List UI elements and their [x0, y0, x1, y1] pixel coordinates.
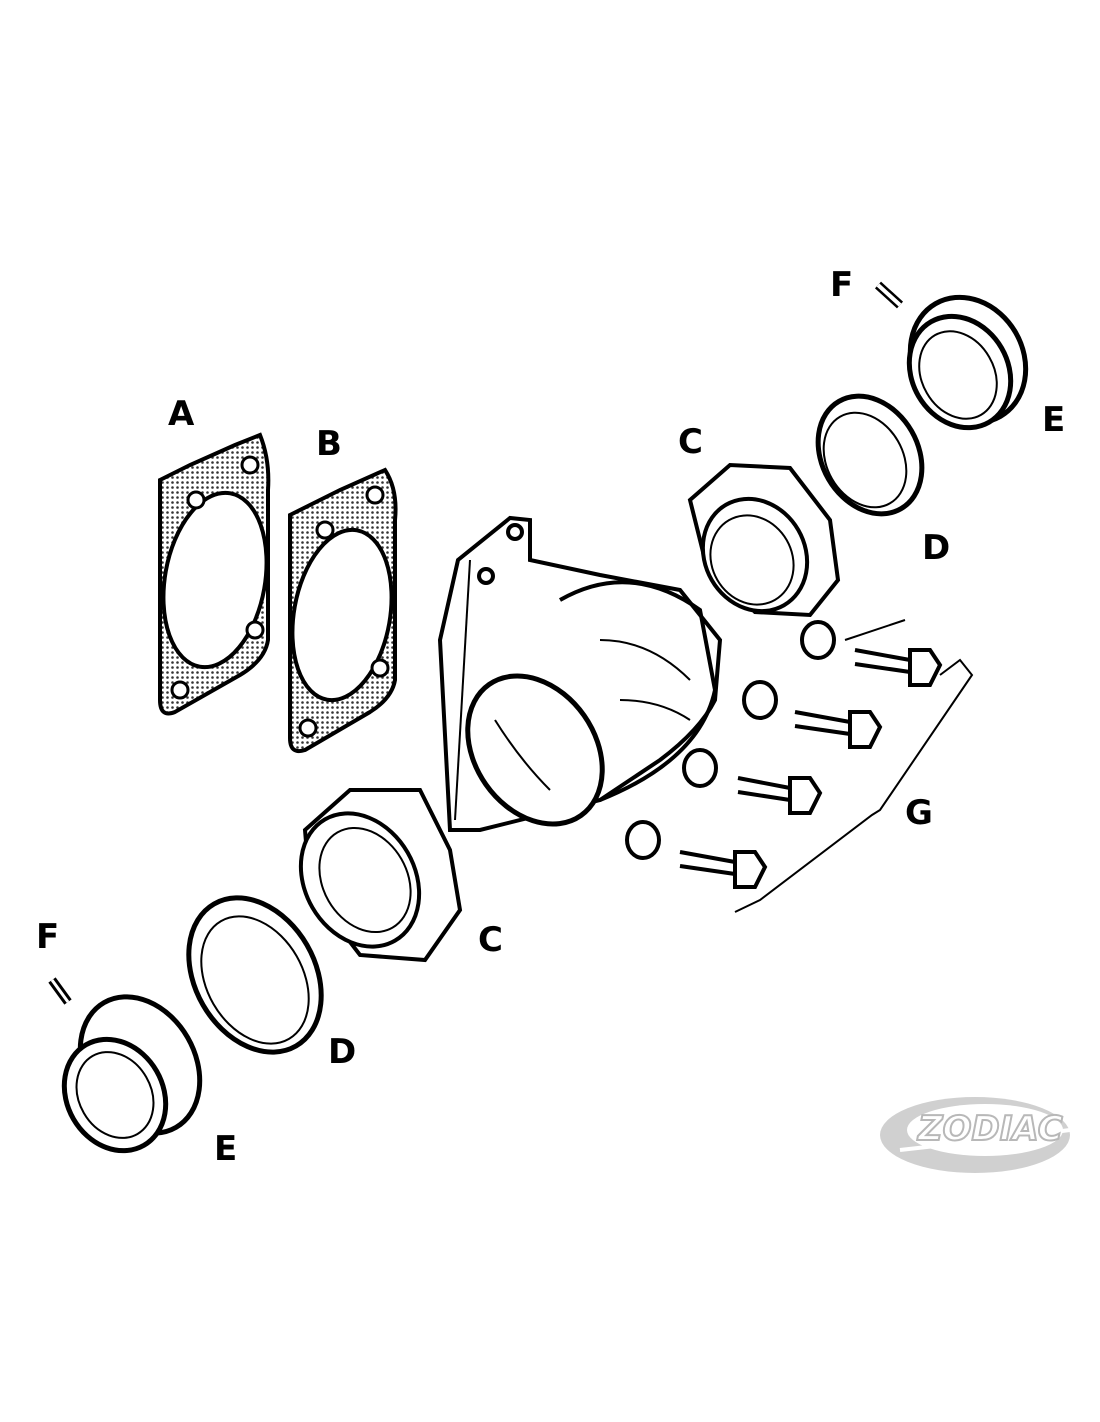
nut-c-lower [298, 788, 463, 963]
bolt-1 [800, 620, 943, 687]
label-d-lower: D [328, 1032, 356, 1072]
label-f-lower: F [36, 917, 59, 957]
bolt-set-g [625, 619, 974, 913]
screw-f-lower [48, 977, 72, 1005]
label-f-upper: F [830, 265, 853, 305]
label-b: B [316, 424, 342, 464]
label-e-lower: E [214, 1129, 237, 1169]
gasket-a [158, 432, 271, 716]
bolt-3 [682, 748, 823, 815]
label-c-lower: C [478, 920, 503, 960]
adapter-e-lower [61, 994, 203, 1154]
label-a: A [168, 394, 195, 434]
label-g: G [905, 793, 933, 833]
screw-f-upper [874, 281, 904, 309]
adapter-e-upper [906, 294, 1029, 431]
label-d-upper: D [922, 528, 950, 568]
ring-d-upper [815, 393, 925, 517]
label-e-upper: E [1042, 400, 1065, 440]
nut-c-upper [687, 462, 841, 618]
bolt-4 [625, 820, 768, 889]
label-c-upper: C [678, 422, 703, 462]
bolt-2 [742, 680, 883, 749]
logo-text: ZODIAC [917, 1109, 1063, 1149]
zodiac-logo: ZODIAC [880, 1097, 1071, 1173]
ring-d-lower [186, 895, 324, 1055]
gasket-b [288, 467, 398, 754]
manifold-body [437, 515, 723, 832]
